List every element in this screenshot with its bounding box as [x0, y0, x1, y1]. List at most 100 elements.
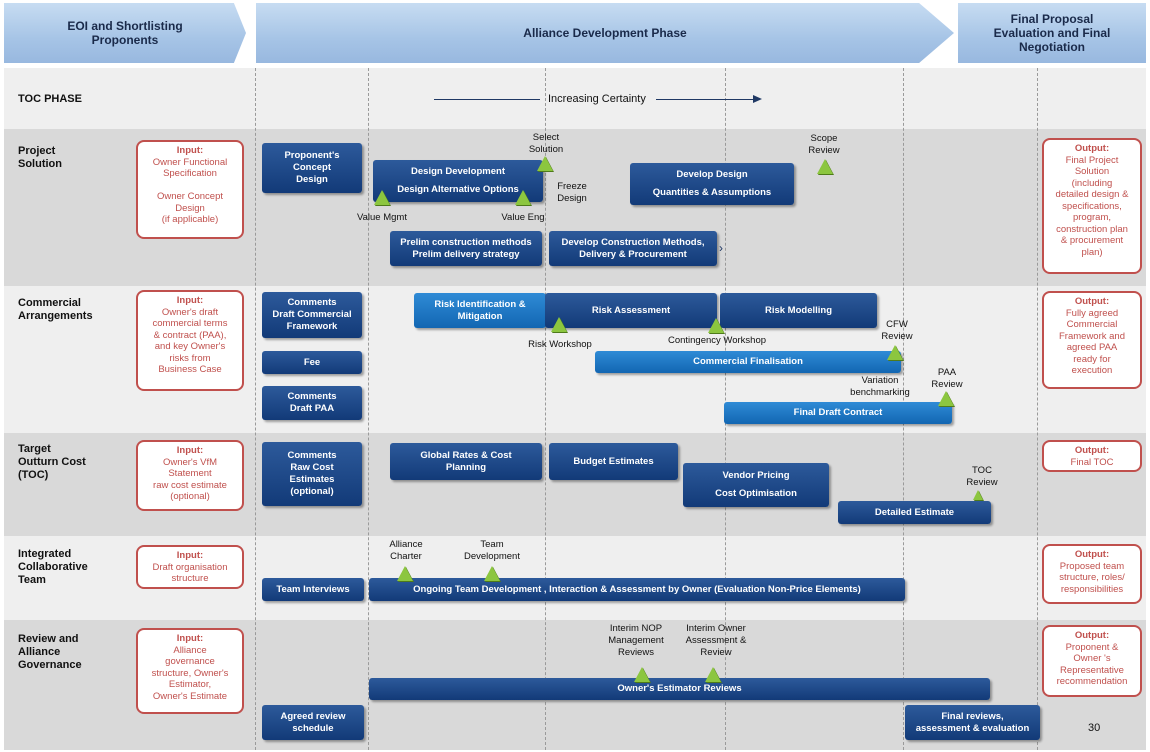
- output-box-commercial: Output:Fully agreed Commercial Framework…: [1042, 291, 1142, 389]
- divider-line: [545, 68, 546, 750]
- task-quantities-label: Quantities & Assumptions: [652, 187, 772, 198]
- task-develop-design: Develop Design Quantities & Assumptions: [630, 163, 794, 205]
- milestone-value-mgmt-icon: [374, 190, 390, 205]
- milestone-interim-nop-icon: [634, 667, 650, 682]
- task-develop-design-label: Develop Design: [676, 169, 748, 180]
- milestone-alliance-charter-icon: [397, 566, 413, 581]
- output-heading: Output:: [1074, 630, 1110, 641]
- milestone-risk-workshop-icon: [551, 317, 567, 332]
- task-vendor-pricing: Vendor Pricing Cost Optimisation: [683, 463, 829, 507]
- output-heading: Output:: [1074, 445, 1110, 456]
- task-detailed-estimate: Detailed Estimate: [838, 501, 991, 524]
- row-label-integrated-team: Integrated Collaborative Team: [18, 548, 88, 586]
- output-text-review: Proponent & Owner 's Representative reco…: [1056, 641, 1128, 688]
- input-text-project: Owner Functional Specification Owner Con…: [152, 156, 228, 226]
- divider-line: [255, 68, 256, 750]
- output-box-project: Output:Final Project Solution (including…: [1042, 138, 1142, 274]
- task-develop-construction: Develop Construction Methods, Delivery &…: [549, 231, 717, 266]
- milestone-label-interim-owner: Interim Owner Assessment & Review: [685, 623, 747, 658]
- milestone-label-contingency: Contingency Workshop: [667, 335, 767, 346]
- toc-phase-label: TOC PHASE: [18, 93, 82, 105]
- output-heading: Output:: [1074, 549, 1110, 560]
- task-ongoing-team-development: Ongoing Team Development , Interaction &…: [369, 578, 905, 601]
- milestone-label-select-solution: Select Solution: [528, 132, 564, 155]
- output-text-commercial: Fully agreed Commercial Framework and ag…: [1059, 307, 1125, 377]
- row-label-commercial: Commercial Arrangements: [18, 297, 93, 322]
- input-box-commercial: Input:Owner's draft commercial terms & c…: [136, 290, 244, 391]
- row-label-project-solution: Project Solution: [18, 145, 62, 170]
- phase-eoi: EOI and Shortlisting Proponents: [4, 3, 246, 63]
- chevron-right-icon: ›: [719, 241, 723, 255]
- row-label-review-governance: Review and Alliance Governance: [18, 633, 82, 671]
- task-comments-commercial-framework: Comments Draft Commercial Framework: [262, 292, 362, 338]
- milestone-value-eng-icon: [515, 190, 531, 205]
- divider-line: [1037, 68, 1038, 750]
- task-comments-raw-cost: Comments Raw Cost Estimates (optional): [262, 442, 362, 506]
- input-heading: Input:: [176, 550, 204, 561]
- milestone-label-freeze-design: Freeze Design: [557, 181, 587, 204]
- milestone-interim-owner-icon: [705, 667, 721, 682]
- milestone-team-development-icon: [484, 566, 500, 581]
- output-box-target: Output:Final TOC: [1042, 440, 1142, 472]
- task-design-development: Design Development Design Alternative Op…: [373, 160, 543, 202]
- input-text-integrated: Draft organisation structure: [152, 561, 228, 585]
- output-heading: Output:: [1074, 296, 1110, 307]
- input-box-project: Input:Owner Functional Specification Own…: [136, 140, 244, 239]
- milestone-label-interim-nop: Interim NOP Management Reviews: [608, 623, 664, 658]
- milestone-contingency-workshop-icon: [708, 318, 724, 333]
- task-final-reviews: Final reviews, assessment & evaluation: [905, 705, 1040, 740]
- task-team-interviews: Team Interviews: [262, 578, 364, 601]
- page-number: 30: [1088, 722, 1101, 734]
- phase-final-proposal: Final Proposal Evaluation and Final Nego…: [958, 3, 1146, 63]
- output-text-project: Final Project Solution (including detail…: [1055, 154, 1129, 258]
- milestone-paa-review-icon: [938, 391, 954, 406]
- task-risk-identification: Risk Identification & Mitigation: [414, 293, 546, 328]
- task-comments-draft-paa: Comments Draft PAA: [262, 386, 362, 420]
- arrow-right-icon: [753, 95, 762, 103]
- task-owners-estimator-reviews: Owner's Estimator Reviews: [369, 678, 990, 700]
- task-vendor-pricing-label: Vendor Pricing: [722, 470, 790, 481]
- band-toc-phase: [4, 68, 1146, 129]
- milestone-label-value-eng: Value Eng: [501, 212, 545, 223]
- task-risk-assessment: Risk Assessment: [545, 293, 717, 328]
- task-cost-optimisation-label: Cost Optimisation: [715, 488, 797, 499]
- phase-alliance-development: Alliance Development Phase: [256, 3, 954, 63]
- input-heading: Input:: [176, 445, 204, 456]
- input-box-target: Input:Owner's VfM Statement raw cost est…: [136, 440, 244, 511]
- milestone-label-alliance-charter: Alliance Charter: [389, 539, 423, 562]
- output-box-review: Output:Proponent & Owner 's Representati…: [1042, 625, 1142, 697]
- output-box-integrated: Output:Proposed team structure, roles/ r…: [1042, 544, 1142, 604]
- task-budget-estimates: Budget Estimates: [549, 443, 678, 480]
- output-text-integrated: Proposed team structure, roles/ responsi…: [1059, 560, 1125, 595]
- input-text-commercial: Owner's draft commercial terms & contrac…: [152, 306, 228, 376]
- task-design-alternative-label: Design Alternative Options: [397, 184, 519, 195]
- input-text-target: Owner's VfM Statement raw cost estimate …: [153, 456, 227, 503]
- input-heading: Input:: [176, 295, 204, 306]
- milestone-label-scope-review: Scope Review: [808, 133, 840, 156]
- input-heading: Input:: [176, 633, 204, 644]
- increasing-certainty-text: Increasing Certainty: [548, 93, 646, 105]
- input-box-integrated: Input:Draft organisation structure: [136, 545, 244, 589]
- output-heading: Output:: [1074, 143, 1110, 154]
- task-agreed-review-schedule: Agreed review schedule: [262, 705, 364, 740]
- task-global-rates: Global Rates & Cost Planning: [390, 443, 542, 480]
- milestone-label-value-mgmt: Value Mgmt: [357, 212, 407, 223]
- milestone-scope-review-icon: [817, 159, 833, 174]
- task-proponent-concept-design: Proponent's Concept Design: [262, 143, 362, 193]
- milestone-cfw-review-icon: [887, 345, 903, 360]
- task-fee: Fee: [262, 351, 362, 374]
- milestone-label-risk-workshop: Risk Workshop: [528, 339, 592, 350]
- certainty-line-right: [656, 99, 754, 100]
- milestone-label-paa-review: PAA Review: [931, 367, 963, 390]
- output-text-target: Final TOC: [1070, 456, 1114, 468]
- milestone-label-cfw-review: CFW Review: [881, 319, 913, 342]
- milestone-label-team-development: Team Development: [464, 539, 520, 562]
- task-commercial-finalisation: Commercial Finalisation: [595, 351, 901, 373]
- certainty-line-left: [434, 99, 540, 100]
- divider-line: [368, 68, 369, 750]
- task-design-development-label: Design Development: [411, 166, 505, 177]
- milestone-label-toc-review: TOC Review: [966, 465, 998, 488]
- input-box-review: Input:Alliance governance structure, Own…: [136, 628, 244, 714]
- task-prelim-construction: Prelim construction methods Prelim deliv…: [390, 231, 542, 266]
- milestone-toc-review-icon: [973, 490, 983, 500]
